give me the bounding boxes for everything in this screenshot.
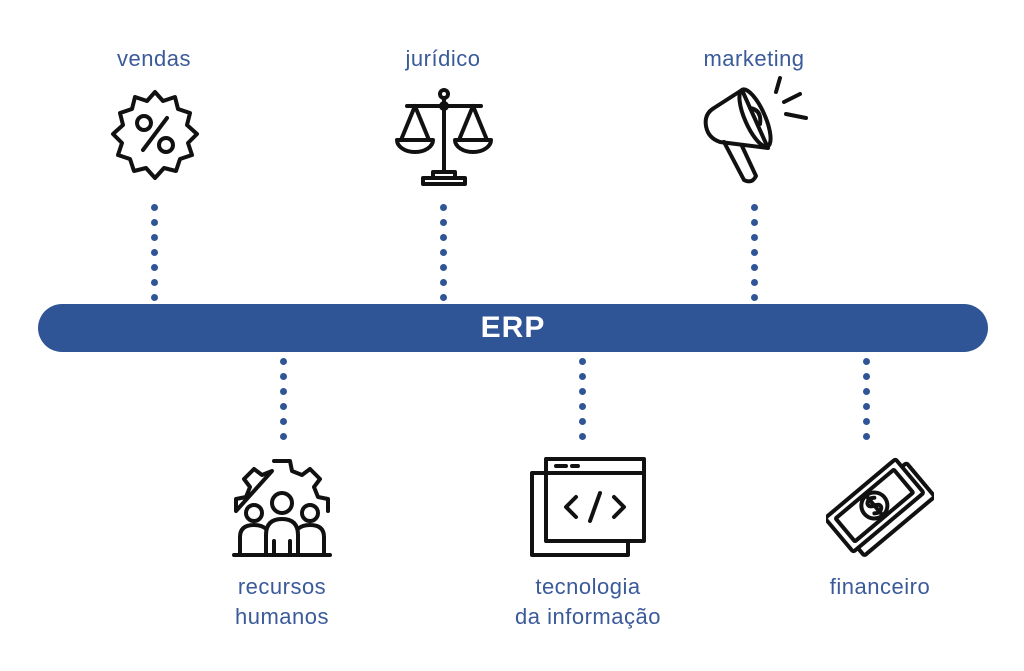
connector-financeiro xyxy=(863,358,871,440)
connector-tecnologia xyxy=(579,358,587,440)
node-label-vendas: vendas xyxy=(117,46,191,71)
money-bills-icon xyxy=(826,452,934,560)
connector-marketing xyxy=(751,204,759,301)
connector-recursos-humanos xyxy=(280,358,288,440)
node-label-recursos-humanos: recursos humanos xyxy=(235,572,329,632)
node-label-financeiro: financeiro xyxy=(830,572,930,602)
node-label-line: recursos xyxy=(237,574,327,599)
connector-vendas xyxy=(151,204,159,301)
node-label-juridico: jurídico xyxy=(405,46,481,71)
discount-badge-icon xyxy=(107,88,203,184)
code-window-icon xyxy=(528,455,648,559)
team-gear-icon xyxy=(230,455,334,559)
node-label-marketing: marketing xyxy=(703,46,805,71)
node-label-line: tecnologia xyxy=(535,574,641,599)
node-label-line: da informação xyxy=(515,604,661,629)
erp-bar: ERP xyxy=(38,304,988,352)
scales-of-justice-icon xyxy=(393,86,495,188)
connector-juridico xyxy=(440,204,448,301)
megaphone-icon xyxy=(700,72,812,188)
node-label-tecnologia: tecnologia da informação xyxy=(515,572,661,632)
node-label-line: humanos xyxy=(234,604,330,629)
node-label-line: financeiro xyxy=(829,574,931,599)
erp-label: ERP xyxy=(480,311,546,344)
